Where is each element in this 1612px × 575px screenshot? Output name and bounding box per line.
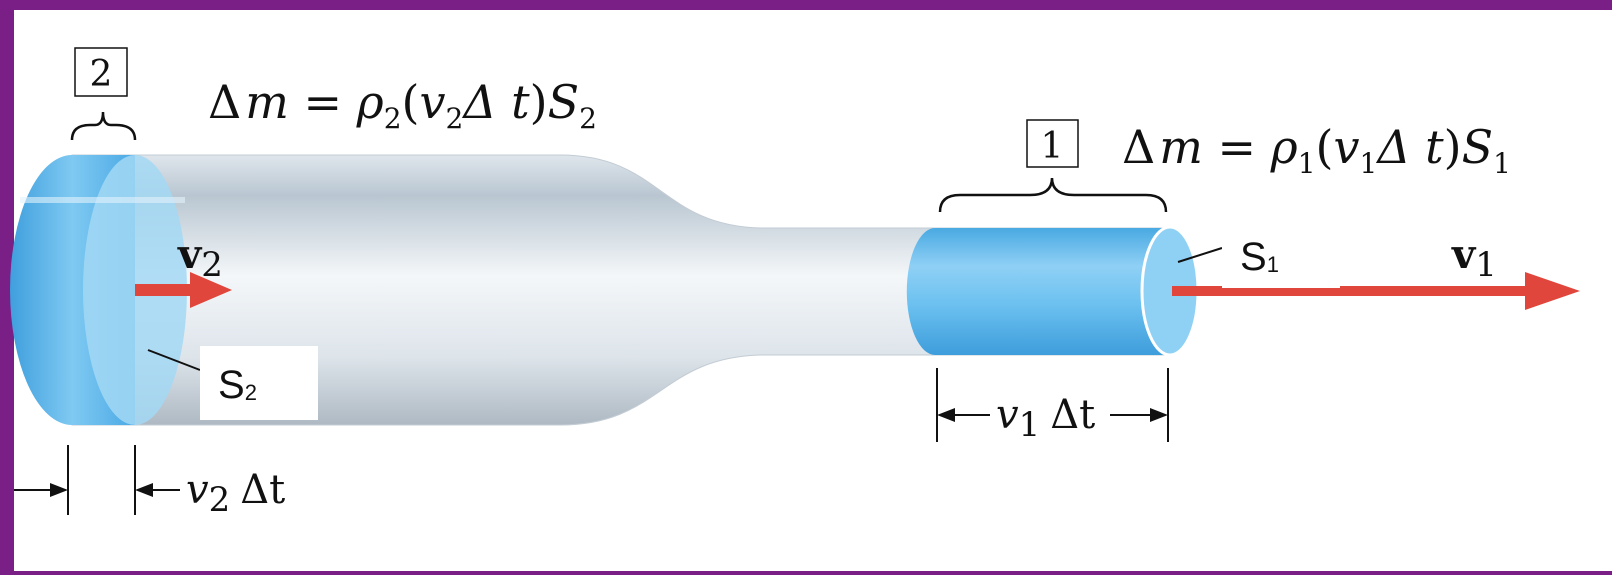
brace-region-2 [70,111,137,141]
dimension-v1-dt [936,368,1169,442]
S1-label: S1 [1240,235,1279,279]
brace-region-1 [938,177,1168,213]
v1-vector-label: v1 [1451,231,1497,285]
S1-leader-line [1177,247,1223,263]
mass-equation-1: Δm = ρ1(v1Δ t)S1 [1122,120,1511,180]
dimension-v2-dt [14,445,180,515]
region-1-box [1026,119,1079,168]
S2-label: S2 [218,363,257,407]
mass-equation-2: Δm = ρ2(v2Δ t)S2 [208,75,597,135]
region-1-label: 1 [1041,126,1064,167]
region-2-label: 2 [90,54,113,95]
region-2-box [74,47,128,97]
S1-label-box [1222,230,1340,288]
S2-label-box [200,346,318,420]
velocity-arrow-v1 [1172,272,1580,310]
velocity-arrow-v2 [135,272,232,308]
v2-vector-label: v2 [177,231,223,285]
fluid-element-1 [906,228,1165,355]
S2-leader-line [147,349,201,371]
